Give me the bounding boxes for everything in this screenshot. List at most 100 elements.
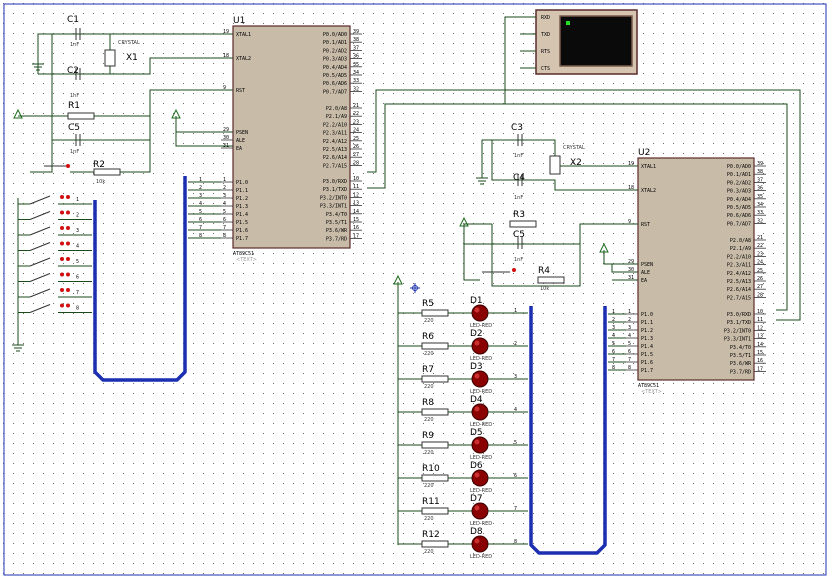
chip-text: <TEXT> xyxy=(236,257,257,263)
pin-name: P1.6 xyxy=(236,228,248,234)
pin-number: 8 xyxy=(628,365,631,371)
pin-number: 4 xyxy=(628,333,631,339)
led-label: D8 xyxy=(470,527,483,537)
pin-number: 34 xyxy=(757,202,763,208)
bus-tap-number: 2 xyxy=(612,317,615,323)
switch-lever[interactable] xyxy=(29,226,51,236)
pin-number: 32 xyxy=(353,86,359,92)
bus-tap-number: 6 xyxy=(612,349,615,355)
pin-name: P1.2 xyxy=(236,196,248,202)
pin-name: XTAL2 xyxy=(236,56,251,62)
led-resistor-value: 220 xyxy=(424,351,434,357)
pin-name: P3.2/INT0 xyxy=(724,328,751,334)
pin-number: 26 xyxy=(353,144,359,150)
pin-number: 7 xyxy=(223,225,226,231)
led-bus-number: 6 xyxy=(514,473,517,479)
pin-number: 8 xyxy=(223,233,226,239)
bus-tap-number: 8 xyxy=(612,365,615,371)
pin-number: 30 xyxy=(628,267,634,273)
pin-number: 1 xyxy=(628,309,631,315)
pin-name: P0.3/AD3 xyxy=(727,189,751,195)
led-label: D6 xyxy=(470,461,483,471)
pin-number: 2 xyxy=(223,185,226,191)
led-label: D7 xyxy=(470,494,483,504)
led-resistor-label: R10 xyxy=(422,464,440,474)
switch-lever[interactable] xyxy=(29,242,51,251)
led-indicator xyxy=(471,370,489,388)
pin-name: RST xyxy=(236,88,245,94)
pin-number: 3 xyxy=(628,325,631,331)
switch-number: 2 xyxy=(76,213,79,219)
pin-number: 31 xyxy=(628,275,634,281)
pin-name: P1.4 xyxy=(641,344,653,350)
r1-label: R1 xyxy=(68,101,80,111)
pin-number: 28 xyxy=(353,160,359,166)
pin-name: P1.1 xyxy=(236,188,248,194)
pin-name: P3.3/INT1 xyxy=(724,337,751,343)
bus-tap-number: 3 xyxy=(199,193,202,199)
pin-name: P2.4/A12 xyxy=(323,139,347,145)
pin-number: 21 xyxy=(353,103,359,109)
pin-name: P3.4/T0 xyxy=(326,212,347,218)
c4-value: 1nF xyxy=(514,195,523,201)
led-label: D5 xyxy=(470,428,483,438)
led-highlight xyxy=(474,472,480,478)
pin-name: P2.3/A11 xyxy=(727,263,751,269)
pin-name: P0.1/AD1 xyxy=(323,40,347,46)
chip-part: AT89C51 xyxy=(638,383,659,389)
pin-number: 38 xyxy=(353,37,359,43)
switch-contact xyxy=(66,303,70,308)
switch-contact xyxy=(66,210,70,215)
pin-name: P2.1/A9 xyxy=(326,114,347,120)
terminal-pin-label: CTS xyxy=(541,66,550,72)
led-type: LED-RED xyxy=(470,488,492,494)
pin-number: 27 xyxy=(353,152,359,158)
pin-name: P2.5/A13 xyxy=(323,147,347,153)
led-resistor-value: 220 xyxy=(424,450,434,456)
switch-lever[interactable] xyxy=(29,211,51,220)
led-indicator xyxy=(471,502,489,520)
led-indicator xyxy=(471,436,489,454)
c5b-label: C5 xyxy=(513,230,525,240)
pin-name: P1.7 xyxy=(236,236,248,242)
pin-name: P2.3/A11 xyxy=(323,131,347,137)
switch-contact xyxy=(66,272,70,277)
led-resistor-label: R12 xyxy=(422,530,440,540)
pin-name: XTAL1 xyxy=(236,32,251,38)
pin-name: P2.6/A14 xyxy=(323,155,347,161)
led-resistor-value: 220 xyxy=(424,417,434,423)
microcontroller-u1[interactable]: U1XTAL119XTAL218RST9PSEN29ALE30EA31P1.01… xyxy=(221,16,362,263)
pin-name: EA xyxy=(236,146,242,152)
led-type: LED-RED xyxy=(470,356,492,362)
led-resistor-label: R11 xyxy=(422,497,440,507)
pin-name: P3.5/T1 xyxy=(730,353,751,359)
led-highlight xyxy=(474,538,480,544)
switch-lever[interactable] xyxy=(29,304,51,313)
switch-lever[interactable] xyxy=(29,288,51,298)
switch-lever[interactable] xyxy=(29,257,51,267)
switch-contact xyxy=(66,241,70,246)
switch-lever[interactable] xyxy=(29,273,51,282)
pin-number: 37 xyxy=(353,45,359,51)
led-type: LED-RED xyxy=(470,521,492,527)
left-labels: C1 1nF CRYSTAL X1 C2 1nF R1 C5 1nF R2 10… xyxy=(67,15,140,185)
led-resistor-value: 220 xyxy=(424,483,434,489)
led-resistor-value: 220 xyxy=(424,318,434,324)
pin-number: 19 xyxy=(628,161,634,167)
switch-lever[interactable] xyxy=(29,195,51,205)
pin-number: 35 xyxy=(353,62,359,68)
led-type: LED-RED xyxy=(470,455,492,461)
pin-name: P1.1 xyxy=(641,320,653,326)
microcontroller-u2[interactable]: U2XTAL119XTAL218RST9PSEN29ALE30EA31P1.01… xyxy=(626,148,766,395)
pin-number: 19 xyxy=(223,29,229,35)
pin-name: P1.0 xyxy=(641,312,653,318)
pin-number: 14 xyxy=(353,209,359,215)
pin-number: 1 xyxy=(223,177,226,183)
c3-label: C3 xyxy=(511,123,523,133)
pin-name: P2.0/A8 xyxy=(326,106,347,112)
pin-number: 28 xyxy=(757,292,763,298)
pin-name: EA xyxy=(641,278,647,284)
switch-contact xyxy=(60,257,64,261)
